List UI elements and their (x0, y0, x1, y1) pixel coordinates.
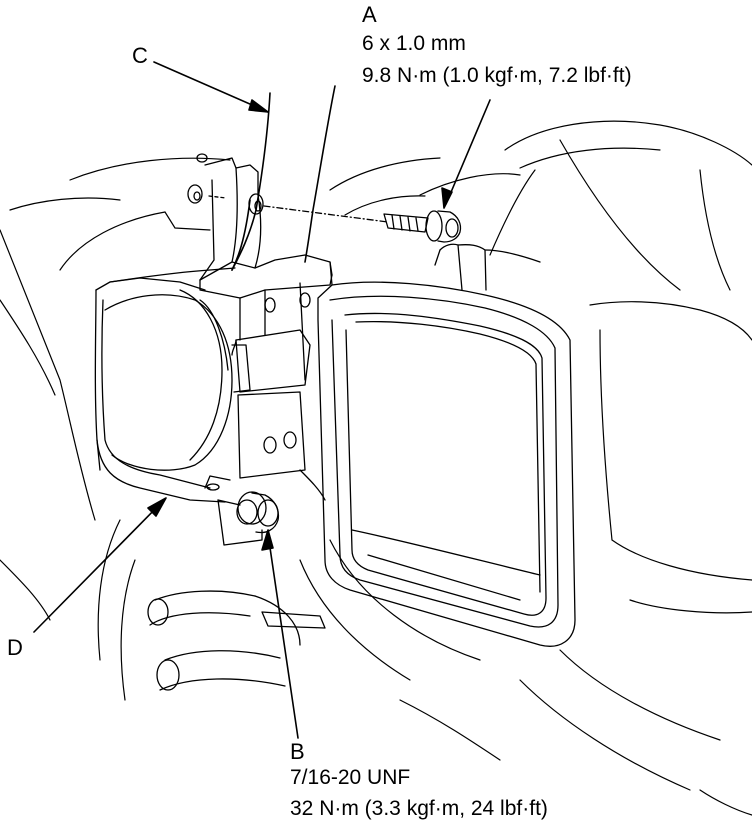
callout-d-letter: D (7, 635, 23, 660)
callout-b-torque: 32 N·m (3.3 kgf·m, 24 lbf·ft) (290, 797, 548, 820)
hose-group (147, 590, 326, 691)
washer-parts (187, 153, 389, 223)
arrowhead-b (261, 529, 274, 551)
unit-body (94, 267, 251, 503)
leader-a (445, 99, 491, 205)
callout-b-letter: B (290, 739, 305, 764)
leader-b (267, 533, 299, 739)
callout-a-size: 6 x 1.0 mm (362, 32, 466, 55)
leader-d (33, 499, 165, 633)
arrowhead-a (441, 187, 453, 209)
background-structure (0, 120, 752, 816)
cable-c (231, 85, 336, 271)
leader-lines (33, 61, 491, 739)
callout-a-letter: A (362, 2, 377, 27)
arrowhead-c (248, 99, 269, 113)
mounting-bracket (199, 157, 333, 546)
callout-c-letter: C (132, 43, 148, 68)
arrowhead-d (147, 497, 167, 517)
duct-frame (317, 243, 576, 647)
leader-c (153, 61, 269, 113)
bolt-a (383, 210, 462, 243)
bolt-b (236, 491, 280, 534)
callout-b-size: 7/16-20 UNF (290, 766, 411, 789)
callout-a-torque: 9.8 N·m (1.0 kgf·m, 7.2 lbf·ft) (362, 64, 632, 87)
